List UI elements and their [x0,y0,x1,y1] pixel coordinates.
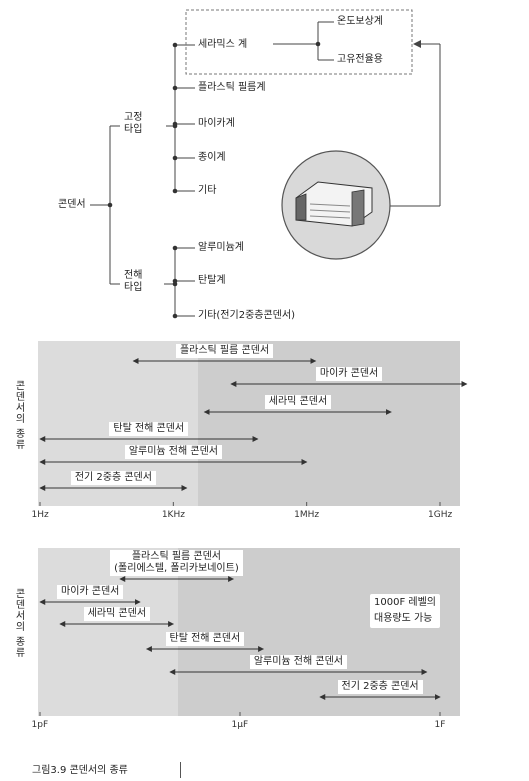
tree-paper: 종이계 [198,152,226,164]
chart_freq-tick-2: 1MHz [294,510,320,520]
chart_cap-bar-label-1: 마이카 콘덴서 [57,585,124,599]
tree-high-dielectric: 고유전율용 [337,54,383,66]
cap-chart-note: 1000F 레벨의 대용량도 가능 [370,594,440,628]
chart_freq-bar-label-4: 알루미늄 전해 콘덴서 [124,445,222,459]
chart_freq-bar-label-5: 전기 2중층 콘덴서 [70,471,156,485]
chart_cap-tick-0: 1pF [31,720,49,730]
tree-aluminum: 알루미늄계 [198,242,244,254]
chart_cap-tick-2: 1F [434,720,446,730]
tree-electrolytic-type: 전해 타입 [124,270,143,294]
chart_freq-tick-3: 1GHz [428,510,453,520]
chart_freq-bar-label-1: 마이카 콘덴서 [315,367,383,381]
chart_cap-bar-label-0: 플라스틱 필름 콘덴서 (폴리에스텔, 폴리카보네이트) [110,550,243,576]
tree-lines [90,9,441,319]
chip-capacitor-icon [295,181,373,227]
tree-other-fixed: 기타 [198,185,217,197]
chart_cap-tick-1: 1μF [231,720,249,730]
chart_cap-bar-label-4: 알루미늄 전해 콘덴서 [249,655,347,669]
tree-ceramic: 세라믹스 계 [198,39,248,51]
tree-fixed-type: 고정 타입 [124,112,143,136]
cap-chart-ylabel: 콘덴서의 종류 [13,588,24,659]
chart_freq-tick-0: 1Hz [31,510,49,520]
tree-tantalum: 탄탈계 [198,275,226,287]
chart_freq-bar-label-3: 탄탈 전해 콘덴서 [109,422,189,436]
tree-other-elec: 기타(전기2중층콘덴서) [198,310,295,322]
chart_freq-tick-1: 1KHz [161,510,185,520]
caption-divider [180,762,181,778]
chart_cap-bar-label-2: 세라믹 콘덴서 [83,607,151,621]
tree-plastic-film: 플라스틱 필름계 [198,82,266,94]
tree-root: 콘덴서 [58,199,86,211]
chart_cap-bar-label-5: 전기 2중층 콘덴서 [337,680,423,694]
tree-temp-comp: 온도보상계 [337,16,383,28]
freq-chart-ylabel: 콘덴서의 종류 [13,380,24,451]
chart_freq-bar-label-2: 세라믹 콘덴서 [264,395,332,409]
chart_freq-bar-label-0: 플라스틱 필름 콘덴서 [175,344,274,358]
chart_cap-bar-label-3: 탄탈 전해 콘덴서 [165,632,245,646]
tree-mica: 마이카계 [198,118,235,130]
figure-caption: 그림3.9 콘덴서의 종류 [32,765,128,777]
